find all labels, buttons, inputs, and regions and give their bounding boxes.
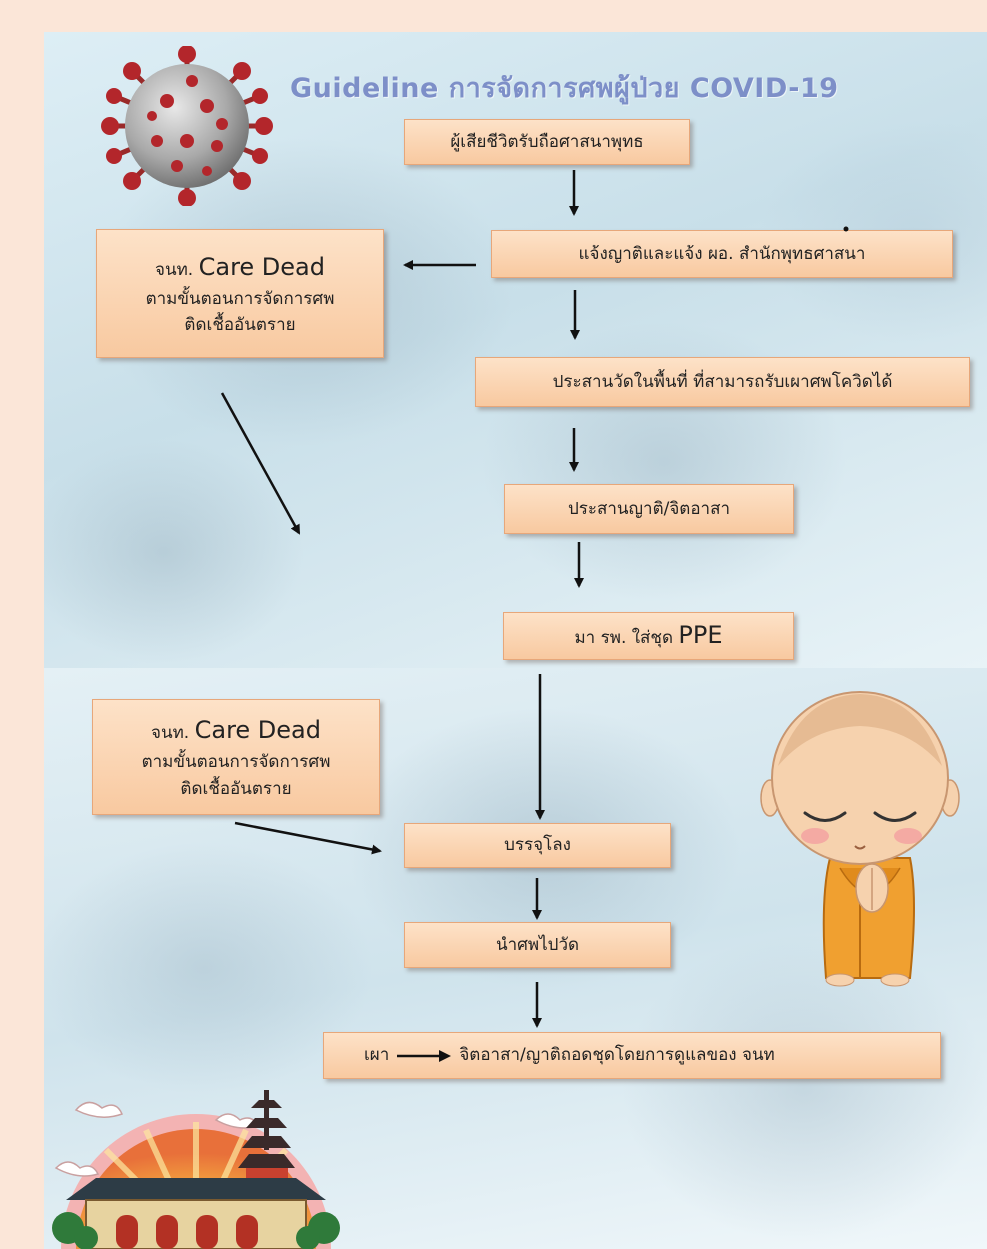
- step-coordinate-temple-label: ประสานวัดในพื้นที่ ที่สามารถรับเผาศพโควิ…: [552, 371, 893, 392]
- step-deceased-buddhist-label: ผู้เสียชีวิตรับถือศาสนาพุทธ: [450, 131, 644, 152]
- step-transport-to-temple: นำศพไปวัด: [404, 922, 671, 968]
- ppe-label: PPE: [678, 621, 723, 650]
- step-cremate: เผา จิตอาสา/ญาติถอดชุดโดยการดูแลของ จนท: [323, 1032, 941, 1079]
- care-dead-box-bottom: จนท. Care Dead ตามขั้นตอนการจัดการศพ ติด…: [92, 699, 380, 815]
- step-encoffin: บรรจุโลง: [404, 823, 671, 868]
- step-wear-ppe-label: มา รพ. ใส่ชุด: [574, 628, 674, 649]
- step-deceased-buddhist: ผู้เสียชีวิตรับถือศาสนาพุทธ: [404, 119, 690, 165]
- care-dead-line3-2: ติดเชื้ออันตราย: [180, 778, 292, 799]
- care-dead-line2: ตามขั้นตอนการจัดการศพ: [145, 288, 335, 309]
- temple-pagoda-icon: [52, 1090, 340, 1249]
- step-notify-relatives-label: แจ้งญาติและแจ้ง ผอ. สำนักพุทธศาสนา: [578, 243, 866, 264]
- undress-supervision-label: จิตอาสา/ญาติถอดชุดโดยการดูแลของ จนท: [459, 1045, 775, 1066]
- care-dead-box-top: จนท. Care Dead ตามขั้นตอนการจัดการศพ ติด…: [96, 229, 384, 358]
- page-title: Guideline การจัดการศพผู้ป่วย COVID-19: [290, 73, 839, 104]
- coronavirus-icon: [101, 46, 273, 206]
- cremate-label: เผา: [364, 1045, 390, 1066]
- praying-monk-icon: [760, 691, 960, 987]
- step-notify-relatives: แจ้งญาติและแจ้ง ผอ. สำนักพุทธศาสนา: [491, 230, 953, 278]
- right-arrow-icon: [397, 1049, 452, 1062]
- step-encoffin-label: บรรจุโลง: [504, 835, 571, 856]
- care-dead-prefix-2: จนท.: [151, 723, 190, 744]
- step-wear-ppe: มา รพ. ใส่ชุด PPE: [503, 612, 794, 660]
- care-dead-title-2: Care Dead: [194, 716, 321, 745]
- care-dead-line3: ติดเชื้ออันตราย: [184, 315, 296, 336]
- care-dead-title: Care Dead: [198, 252, 325, 281]
- step-coordinate-temple: ประสานวัดในพื้นที่ ที่สามารถรับเผาศพโควิ…: [475, 357, 970, 407]
- care-dead-prefix: จนท.: [155, 259, 194, 280]
- step-coordinate-volunteers: ประสานญาติ/จิตอาสา: [504, 484, 794, 534]
- step-transport-label: นำศพไปวัด: [495, 934, 580, 955]
- care-dead-line2-2: ตามขั้นตอนการจัดการศพ: [141, 752, 331, 773]
- step-coordinate-volunteers-label: ประสานญาติ/จิตอาสา: [567, 498, 731, 519]
